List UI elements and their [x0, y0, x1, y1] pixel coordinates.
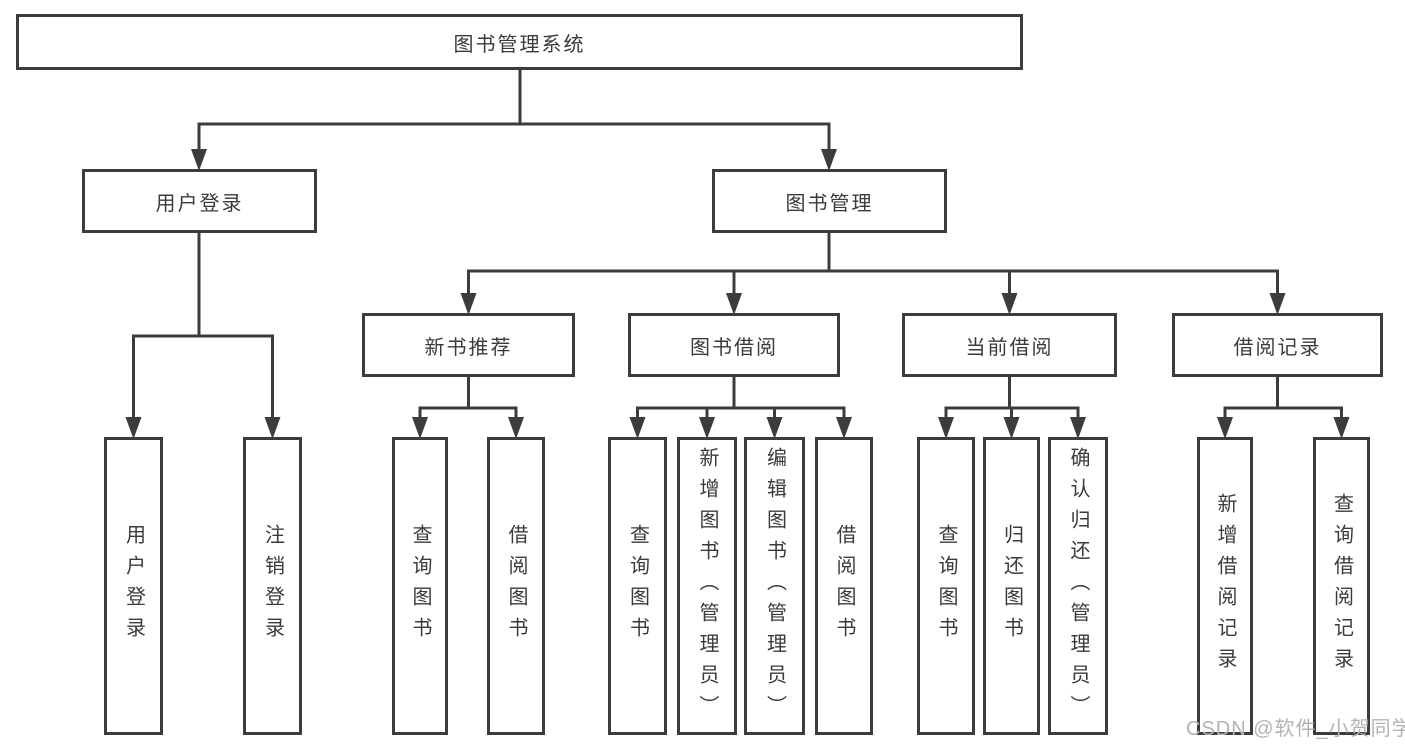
leaf-return-books: 归还图书	[983, 437, 1040, 735]
node-library-management-system: 图书管理系统	[16, 14, 1023, 70]
leaf-label: 查询借阅记录	[1330, 493, 1353, 679]
leaf-query-books-recommend: 查询图书	[392, 437, 448, 735]
node-label: 图书借阅	[690, 336, 778, 359]
leaf-label: 借阅图书	[833, 524, 855, 648]
leaf-label: 查询图书	[409, 524, 431, 648]
node-label: 借阅记录	[1233, 336, 1322, 359]
node-book-management: 图书管理	[712, 169, 947, 233]
leaf-query-books-borrowing: 查询图书	[608, 437, 667, 735]
leaf-logout: 注销登录	[243, 437, 302, 735]
node-book-borrowing: 图书借阅	[628, 313, 840, 377]
leaf-label: 查询图书	[935, 524, 957, 648]
leaf-edit-books-admin: 编辑图书（管理员）	[744, 437, 805, 735]
leaf-label: 归还图书	[1000, 524, 1023, 648]
leaf-borrow-books: 借阅图书	[815, 437, 873, 735]
node-label: 当前借阅	[965, 336, 1054, 359]
leaf-label: 新增借阅记录	[1214, 493, 1236, 679]
leaf-label: 注销登录	[261, 524, 284, 648]
node-user-login: 用户登录	[82, 169, 317, 233]
leaf-borrow-books-recommend: 借阅图书	[487, 437, 545, 735]
node-borrowing-records: 借阅记录	[1172, 313, 1383, 377]
leaf-label: 用户登录	[122, 524, 145, 648]
leaf-label: 借阅图书	[505, 524, 527, 648]
leaf-label: 新增图书（管理员）	[696, 446, 718, 726]
leaf-query-borrow-record: 查询借阅记录	[1313, 437, 1370, 735]
arrowheads	[125, 149, 1350, 439]
node-label: 新书推荐	[424, 336, 513, 359]
node-new-book-recommend: 新书推荐	[362, 313, 575, 377]
leaf-label: 编辑图书（管理员）	[763, 446, 786, 726]
node-label: 图书管理系统	[453, 33, 586, 56]
node-current-borrowing: 当前借阅	[902, 313, 1117, 377]
node-label: 用户登录	[155, 192, 244, 215]
leaf-add-borrow-record: 新增借阅记录	[1197, 437, 1253, 735]
leaf-add-books-admin: 新增图书（管理员）	[677, 437, 737, 735]
node-label: 图书管理	[785, 192, 874, 215]
leaf-user-login: 用户登录	[104, 437, 163, 735]
leaf-label: 确认归还（管理员）	[1067, 446, 1089, 726]
leaf-label: 查询图书	[626, 524, 649, 648]
leaf-query-books-current: 查询图书	[917, 437, 975, 735]
leaf-confirm-return-admin: 确认归还（管理员）	[1048, 437, 1108, 735]
watermark: CSDN @软件_小贺同学	[1186, 718, 1405, 740]
